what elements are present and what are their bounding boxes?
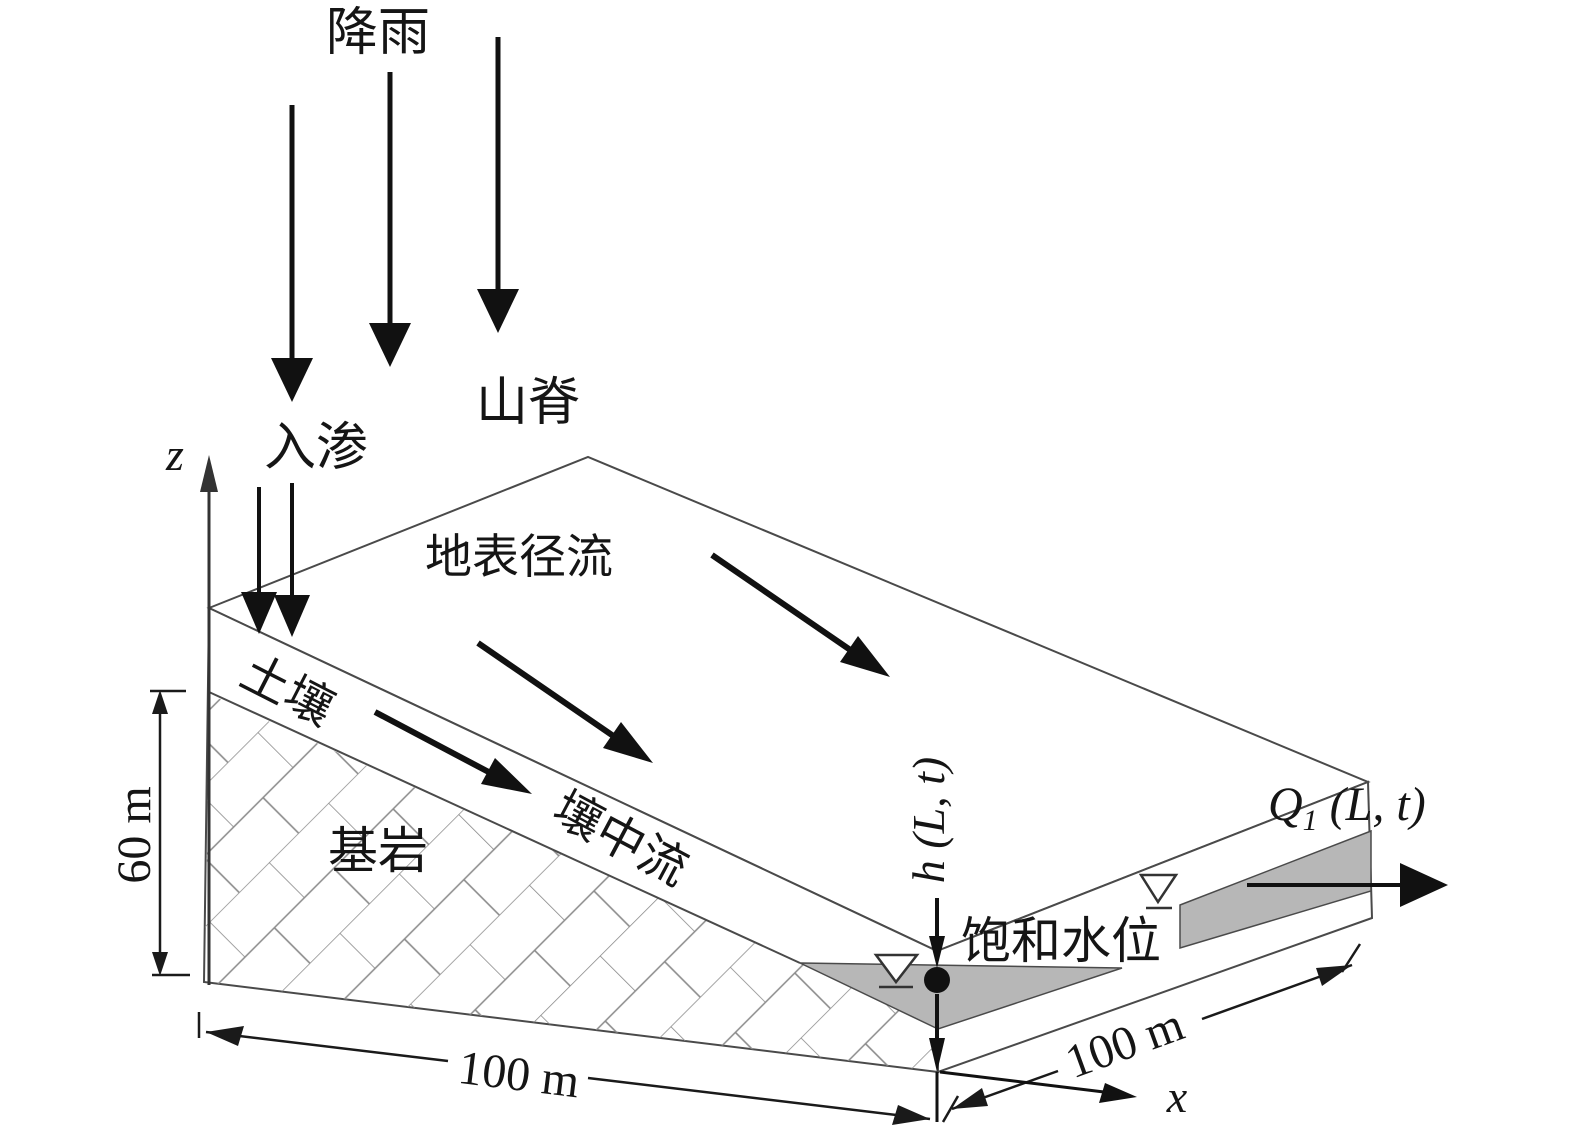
water-table-symbol-outlet [873, 953, 920, 989]
water-level-dot [924, 967, 950, 993]
outflow-args: (L, t) [1318, 778, 1426, 831]
outflow-arrow [1247, 863, 1448, 907]
z-axis [200, 455, 218, 985]
x-axis-label: x [1166, 1071, 1188, 1122]
infiltration-arrow-2 [274, 483, 310, 637]
bottom-dimension [197, 1012, 931, 1125]
z-axis-label: z [165, 429, 184, 480]
height-dimension [150, 689, 190, 977]
h-dimension-line [924, 898, 950, 1122]
ridge-label: 山脊 [476, 373, 580, 433]
surface-runoff-arrow-2 [710, 552, 890, 677]
x-axis [939, 1070, 1137, 1103]
outflow-q: Q [1268, 778, 1303, 831]
rain-arrow-3 [477, 37, 519, 333]
soil-interface-line [208, 691, 801, 964]
h-label: h (L, t) [903, 757, 954, 884]
infiltration-arrow-1 [241, 487, 277, 634]
water-wedge [799, 962, 1123, 1030]
water-table-symbol-right [1138, 873, 1179, 910]
rainfall-label: 降雨 [326, 3, 430, 63]
outflow-label: Q1 (L, t) [1268, 778, 1426, 837]
right-dimension [941, 943, 1362, 1123]
outflow-subscript: 1 [1303, 804, 1318, 837]
rain-arrow-2 [369, 72, 411, 367]
surface-runoff-arrow-1 [476, 640, 653, 763]
subsurface-flow-arrow [373, 709, 532, 794]
height-dimension-label: 60 m [108, 786, 161, 883]
rain-arrow-1 [271, 105, 313, 402]
bedrock-hatch [204, 694, 938, 1072]
infiltration-label: 入渗 [264, 418, 368, 478]
saturated-level-label: 饱和水位 [961, 912, 1161, 970]
bedrock-label: 基岩 [328, 822, 428, 880]
bottom-dimension-label: 100 m [455, 1041, 582, 1108]
surface-runoff-label: 地表径流 [425, 530, 613, 585]
water-band-right-face [1179, 829, 1372, 950]
